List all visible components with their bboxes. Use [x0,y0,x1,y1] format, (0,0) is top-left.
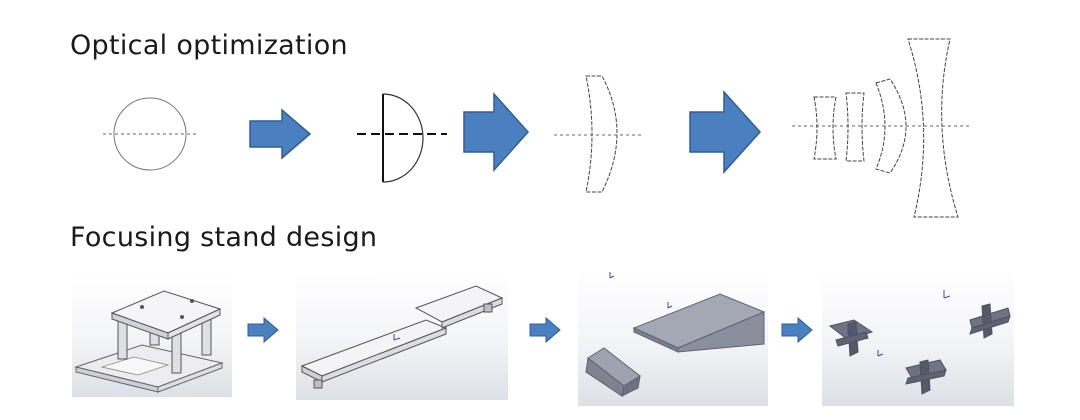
triad-icon [877,350,884,357]
triad-icon [847,328,854,335]
cad-view-cross-supports [822,268,1014,406]
flow-arrow-icon [247,316,279,344]
triad-icon [609,272,615,279]
lens-stage-circle [103,97,197,171]
triad-icon [943,290,951,299]
wedge-model [585,272,766,397]
lens-stage-meniscus [554,75,644,193]
optical-optimization-title: Optical optimization [70,30,348,61]
lens-stage-half-circle [357,93,447,183]
t-plate-model [300,285,504,389]
triad-icon [667,302,673,309]
flow-arrow-icon [781,316,813,344]
flow-arrow-icon [529,316,561,344]
cad-view-t-plate [296,272,508,400]
flow-arrow-icon [689,90,762,174]
cad-view-stand-base [72,275,232,397]
stand-base-model [74,290,224,393]
lens-stage-group [792,38,970,218]
focusing-stand-title: Focusing stand design [70,222,378,253]
cad-view-wedge [578,268,768,406]
triad-icon [393,334,401,341]
cross-supports-model [828,290,1011,395]
flow-arrow-icon [463,92,530,172]
flow-arrow-icon [249,108,312,160]
